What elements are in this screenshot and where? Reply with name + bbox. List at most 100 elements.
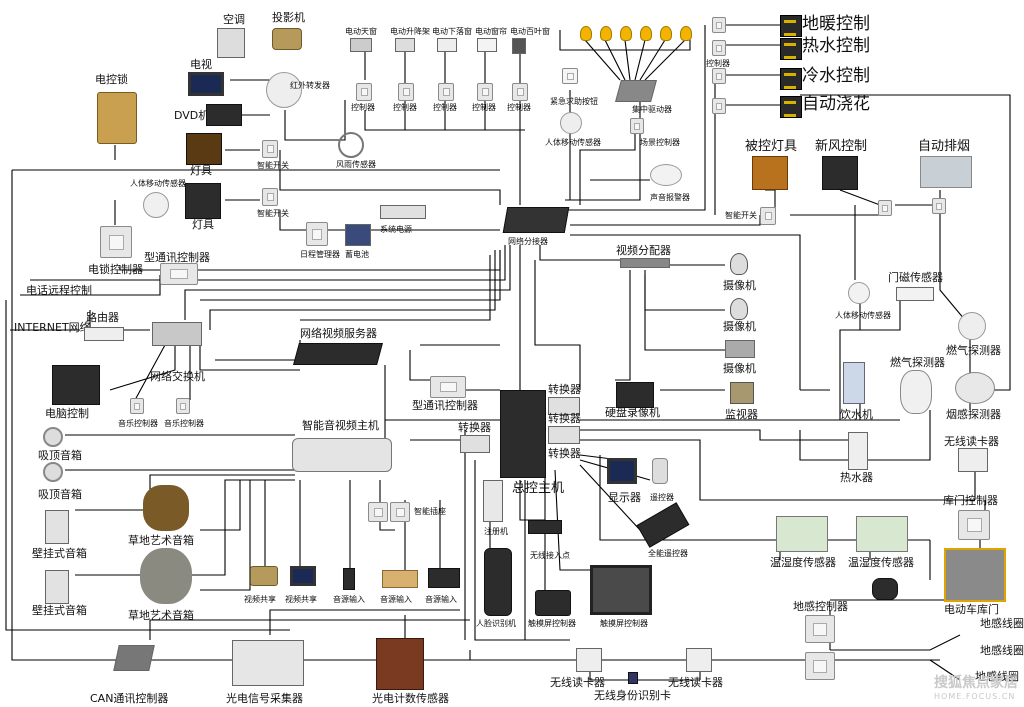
label-body-sensor3: 人体移动传感器	[835, 311, 891, 320]
smart-switch-3[interactable]	[760, 207, 776, 225]
wireless-reader-icon	[686, 648, 712, 672]
wall-speaker-icon	[45, 570, 69, 604]
comm-controller-1[interactable]	[160, 263, 198, 285]
controller-3[interactable]	[438, 83, 454, 101]
water-dispenser-icon	[843, 362, 865, 404]
audio-input-player-icon	[343, 568, 355, 590]
bulb-icon	[600, 26, 612, 41]
label-power-supply: 系统电源	[380, 225, 412, 234]
controller-floor-heat[interactable]	[712, 17, 726, 33]
controller-hot-water[interactable]	[712, 40, 726, 56]
wire	[5, 300, 290, 631]
wire	[929, 659, 961, 681]
label-comm-controller2: 型通讯控制器	[412, 399, 478, 412]
controller-fresh-air[interactable]	[878, 200, 892, 216]
label-controller: 控制器	[706, 59, 730, 68]
schedule-manager[interactable]	[306, 222, 328, 246]
music-controller-2[interactable]	[176, 398, 190, 414]
controller-1[interactable]	[356, 83, 372, 101]
label-main-host: 总控主机	[512, 481, 565, 496]
controller-smoke[interactable]	[932, 198, 946, 214]
tv-icon	[188, 72, 224, 96]
photo-collector-icon	[232, 640, 304, 686]
label-wall-speaker1: 壁挂式音箱	[32, 547, 87, 560]
label-smart-switch3: 智能开关	[725, 211, 757, 220]
ceiling-speaker-icon	[43, 462, 63, 482]
label-ceiling-speaker1: 吸顶音箱	[38, 449, 82, 462]
label-lamp1: 灯具	[190, 164, 212, 177]
floor-controller-1[interactable]	[805, 615, 835, 643]
music-controller-1[interactable]	[130, 398, 144, 414]
wire	[604, 39, 626, 81]
lock-controller[interactable]	[100, 226, 132, 258]
smart-switch-2[interactable]	[262, 188, 278, 206]
wire	[579, 130, 636, 205]
battery-icon	[345, 224, 371, 246]
label-door-sensor: 门磁传感器	[888, 271, 943, 284]
smart-switch-1[interactable]	[262, 140, 278, 158]
touch-controller-large-icon	[590, 565, 652, 615]
converter-left-icon	[460, 435, 490, 453]
garage-controller[interactable]	[958, 510, 990, 540]
label-pc: 电脑控制	[45, 407, 89, 420]
label-can-controller: CAN通讯控制器	[90, 692, 169, 705]
label-body-sensor2: 人体移动传感器	[545, 138, 601, 147]
label-emergency-btn: 紧急求助按钮	[550, 97, 598, 106]
scene-controller[interactable]	[630, 118, 644, 134]
controller-4[interactable]	[477, 83, 493, 101]
emergency-button[interactable]	[562, 68, 578, 84]
label-lock-controller: 电锁控制器	[88, 263, 143, 276]
fresh-air-fan-icon	[822, 156, 858, 190]
label-photo-collector: 光电信号采集器	[226, 692, 303, 705]
controller-5[interactable]	[512, 83, 528, 101]
label-video-dist: 视频分配器	[616, 244, 671, 257]
wire	[765, 189, 776, 210]
label-registrar: 注册机	[484, 527, 508, 536]
wire	[830, 634, 961, 651]
video-share-tv-icon	[290, 566, 316, 586]
label-monitor: 监视器	[725, 408, 758, 421]
switch-panel[interactable]	[368, 502, 388, 522]
wire	[284, 100, 346, 141]
label-video-share1: 视频共享	[244, 595, 276, 604]
label-lamp2: 灯具	[192, 218, 214, 231]
smart-socket[interactable]	[390, 502, 410, 522]
temp-humid-sensor-icon	[856, 516, 908, 552]
wire	[474, 460, 570, 641]
label-wireless-reader-br: 无线读卡器	[668, 676, 723, 689]
wire	[209, 250, 496, 330]
wire	[109, 340, 176, 391]
camera-icon	[730, 253, 748, 275]
dvd-icon	[206, 104, 242, 126]
floor-controller-2[interactable]	[805, 652, 835, 680]
label-garage: 电动车库门	[944, 603, 999, 616]
bulb-icon	[660, 26, 672, 41]
label-converter-left: 转换器	[458, 421, 491, 434]
water-heater-icon	[848, 432, 868, 470]
label-audio-in1: 音源输入	[333, 595, 365, 604]
label-hot-water: 热水控制	[802, 36, 870, 56]
comm-controller-2[interactable]	[430, 376, 466, 398]
motor-lift-icon	[395, 38, 415, 52]
label-gas-detector: 燃气探测器	[890, 356, 945, 369]
wire	[279, 150, 501, 205]
wire	[644, 275, 725, 351]
network-splitter-icon	[502, 207, 570, 233]
label-dvd: DVD机	[174, 109, 210, 122]
controller-2[interactable]	[398, 83, 414, 101]
wire	[839, 290, 901, 420]
remote-icon	[652, 458, 668, 484]
label-network-switch: 网络交换机	[150, 370, 205, 383]
wire	[200, 480, 251, 591]
display-icon	[607, 458, 637, 484]
label-auto-smoke: 自动排烟	[918, 139, 971, 154]
auto-water-icon	[780, 96, 802, 118]
wire	[939, 190, 966, 321]
bulb-icon	[580, 26, 592, 41]
controller-cold-water[interactable]	[712, 68, 726, 84]
label-controller: 控制器	[393, 103, 417, 112]
label-temp-humid1: 温湿度传感器	[770, 556, 836, 569]
controller-auto-water[interactable]	[712, 98, 726, 114]
electric-lock-icon	[97, 92, 137, 144]
label-garage-ctrl: 库门控制器	[943, 494, 998, 507]
